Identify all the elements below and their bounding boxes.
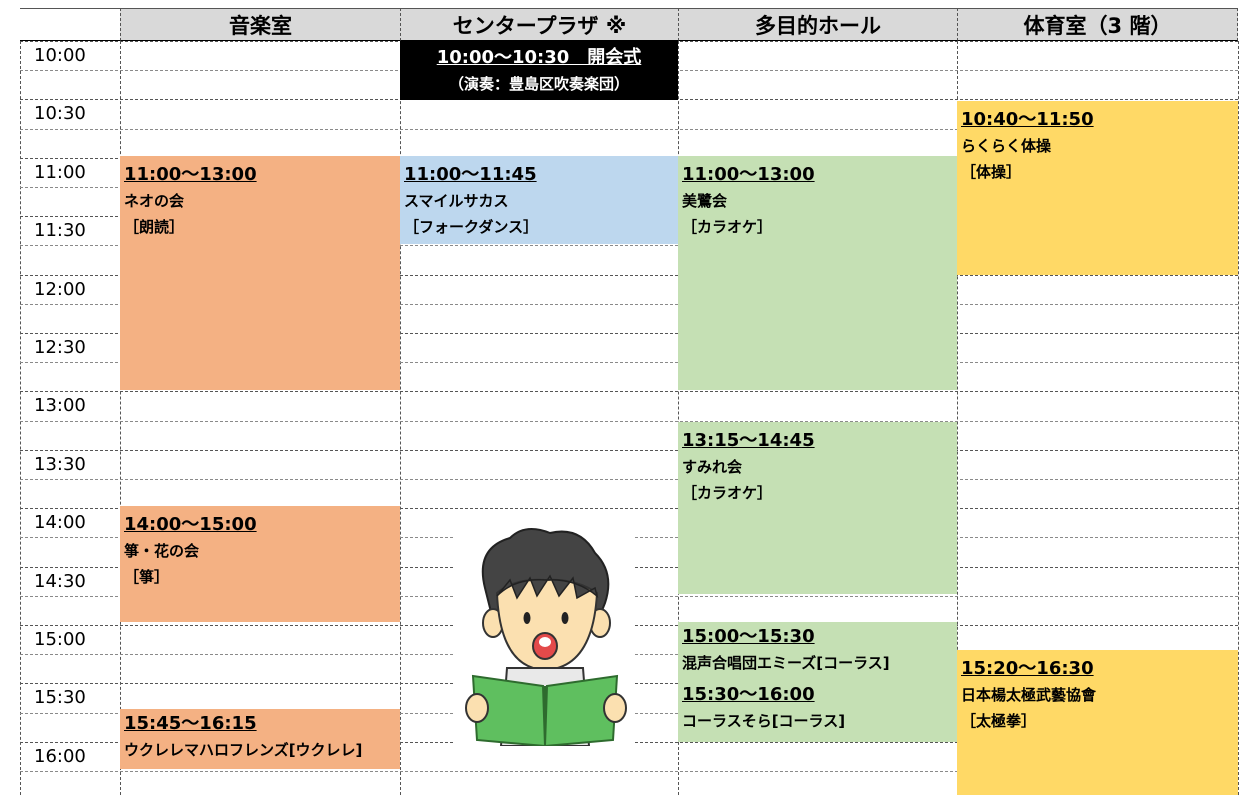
event-time: 13:15〜14:45 — [682, 430, 815, 451]
event-category: ［カラオケ］ — [682, 484, 773, 502]
grid-column-line — [957, 41, 958, 795]
event-sora: 15:30〜16:00 コーラスそら[コーラス] — [678, 680, 957, 742]
header-music-room: 音楽室 — [120, 8, 400, 41]
event-name: 箏・花の会 — [124, 542, 200, 560]
event-bisagi: 11:00〜13:00 美鷺会 ［カラオケ］ — [678, 156, 957, 390]
event-name: 美鷺会 — [682, 192, 728, 210]
grid-row-line — [20, 421, 1238, 422]
grid-row-line — [20, 333, 1238, 334]
time-label: 13:30 — [34, 454, 86, 475]
grid-column-line — [400, 41, 401, 795]
event-category: ［太極拳］ — [961, 712, 1037, 730]
time-label: 12:30 — [34, 337, 86, 358]
event-time: 14:00〜15:00 — [124, 514, 257, 535]
event-category: ［箏］ — [124, 568, 170, 586]
header-center-plaza: センタープラザ ※ — [400, 8, 678, 41]
grid-column-line — [20, 41, 21, 795]
time-label: 15:30 — [34, 687, 86, 708]
event-time: 11:00〜13:00 — [682, 164, 815, 185]
event-time: 11:00〜11:45 — [404, 164, 537, 185]
event-name: すみれ会 — [682, 458, 743, 476]
grid-column-line — [678, 41, 679, 795]
time-label: 16:00 — [34, 746, 86, 767]
event-name: ウクレレマハロフレンズ[ウクレレ] — [124, 741, 363, 759]
event-emi: 15:00〜15:30 混声合唱団エミーズ[コーラス] — [678, 622, 957, 680]
event-name: コーラスそら[コーラス] — [682, 712, 846, 730]
grid-row-line — [20, 129, 1238, 130]
grid-column-line — [120, 41, 121, 795]
grid-row-line — [20, 508, 1238, 509]
event-time: 15:30〜16:00 — [682, 684, 815, 705]
time-label: 14:30 — [34, 571, 86, 592]
event-name: （演奏：豊島区吹奏楽団） — [448, 75, 629, 93]
event-taikyoku: 15:20〜16:30 日本楊太極武藝協會 ［太極拳］ — [957, 650, 1238, 795]
event-time: 15:00〜15:30 — [682, 626, 815, 647]
grid-row-line — [20, 479, 1238, 480]
header-blank — [20, 8, 120, 41]
time-label: 14:00 — [34, 512, 86, 533]
event-neo: 11:00〜13:00 ネオの会 ［朗読］ — [120, 156, 400, 390]
event-raku: 10:40〜11:50 らくらく体操 ［体操］ — [957, 101, 1238, 275]
grid-row-line — [20, 362, 1238, 363]
grid-row-line — [20, 450, 1238, 451]
event-sumire: 13:15〜14:45 すみれ会 ［カラオケ］ — [678, 422, 957, 594]
header-multipurpose-hall: 多目的ホール — [678, 8, 957, 41]
time-label: 15:00 — [34, 629, 86, 650]
event-smile: 11:00〜11:45 スマイルサカス ［フォークダンス］ — [400, 156, 678, 244]
event-ukulele: 15:45〜16:15 ウクレレマハロフレンズ[ウクレレ] — [120, 709, 400, 769]
grid-row-line — [20, 275, 1238, 276]
event-time: 15:20〜16:30 — [961, 658, 1094, 679]
event-time: 15:45〜16:15 — [124, 713, 257, 734]
event-opening: 10:00〜10:30 開会式 （演奏：豊島区吹奏楽団） — [400, 41, 678, 100]
event-time: 10:00〜10:30 開会式 — [436, 47, 642, 68]
event-category: ［体操］ — [961, 163, 1022, 181]
grid-row-line — [20, 304, 1238, 305]
time-label: 11:00 — [34, 162, 86, 183]
event-name: 混声合唱団エミーズ[コーラス] — [682, 654, 890, 672]
event-category: ［朗読］ — [124, 218, 185, 236]
event-name: らくらく体操 — [961, 137, 1052, 155]
grid-row-line — [20, 771, 1238, 772]
time-label: 10:00 — [34, 45, 86, 66]
event-category: ［カラオケ］ — [682, 218, 773, 236]
time-label: 12:00 — [34, 279, 86, 300]
event-time: 11:00〜13:00 — [124, 164, 257, 185]
event-name: 日本楊太極武藝協會 — [961, 686, 1097, 704]
time-label: 10:30 — [34, 103, 86, 124]
event-time: 10:40〜11:50 — [961, 109, 1094, 130]
time-label: 11:30 — [34, 220, 86, 241]
event-category: ［フォークダンス］ — [404, 218, 539, 236]
event-name: ネオの会 — [124, 192, 185, 210]
event-koto: 14:00〜15:00 箏・花の会 ［箏］ — [120, 506, 400, 622]
boy-reading-green-book-icon — [455, 518, 635, 748]
time-label: 13:00 — [34, 395, 86, 416]
header-gym: 体育室（3 階） — [957, 8, 1238, 41]
grid-column-line — [1238, 41, 1239, 795]
grid-row-line — [20, 391, 1238, 392]
event-name: スマイルサカス — [404, 192, 509, 210]
grid-row-line — [20, 245, 1238, 246]
